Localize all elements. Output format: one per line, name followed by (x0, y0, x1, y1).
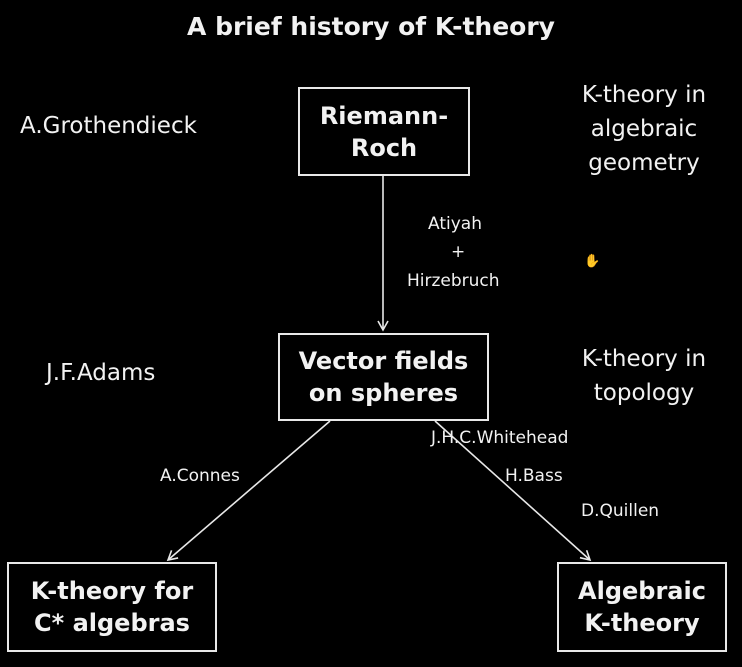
topology-line1: K-theory in (581, 346, 707, 372)
algebraic-geometry-line3: geometry (588, 150, 700, 176)
connes-label: A.Connes (160, 466, 240, 486)
vector-fields-box: Vector fields on spheres (278, 333, 489, 421)
adams-label: J.F.Adams (46, 360, 156, 386)
diagram-title: A brief history of K-theory (187, 12, 555, 41)
k-theory-c-star-line1: K-theory for (30, 577, 194, 605)
vector-fields-line2: on spheres (308, 379, 459, 407)
topology-line2: topology (593, 380, 695, 406)
hand-cursor-icon: ✋ (584, 254, 601, 269)
riemann-roch-box: Riemann- Roch (298, 87, 470, 176)
topology-note: K-theory in topology (565, 342, 723, 410)
plus-label: + (451, 242, 466, 262)
vector-fields-line1: Vector fields (298, 347, 469, 375)
algebraic-geometry-line2: algebraic (590, 116, 698, 142)
algebraic-geometry-line1: K-theory in (581, 82, 707, 108)
hirzebruch-label: Hirzebruch (407, 271, 500, 291)
bass-label: H.Bass (505, 466, 563, 486)
arrow-vector-to-c-star (166, 420, 331, 562)
arrow-vector-to-algebraic (434, 420, 592, 562)
algebraic-k-theory-line2: K-theory (584, 609, 700, 637)
algebraic-geometry-note: K-theory in algebraic geometry (565, 78, 723, 180)
grothendieck-label: A.Grothendieck (20, 113, 197, 139)
algebraic-k-theory-line1: Algebraic (578, 577, 706, 605)
algebraic-k-theory-box: Algebraic K-theory (557, 562, 727, 652)
k-theory-c-star-line2: C* algebras (34, 609, 190, 637)
quillen-label: D.Quillen (581, 501, 660, 521)
whitehead-label: J.H.C.Whitehead (431, 428, 569, 448)
riemann-roch-line2: Roch (350, 133, 418, 162)
k-theory-c-star-box: K-theory for C* algebras (7, 562, 217, 652)
atiyah-label: Atiyah (428, 214, 482, 234)
riemann-roch-line1: Riemann- (319, 101, 449, 130)
